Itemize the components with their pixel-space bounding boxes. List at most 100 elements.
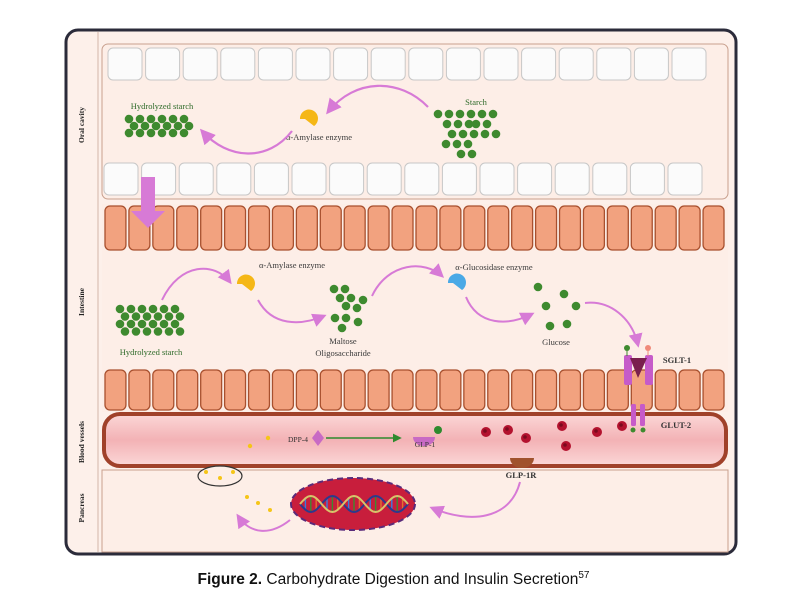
maltose-unit (330, 313, 340, 323)
maltose-unit (341, 313, 351, 323)
epithelial-cell (630, 205, 653, 251)
epithelial-cell (152, 369, 175, 411)
glucose-unit (545, 321, 555, 331)
label-dpp4: DPP-4 (288, 435, 308, 444)
caption-text: Carbohydrate Digestion and Insulin Secre… (262, 571, 579, 589)
maltose-unit (352, 303, 362, 313)
epithelial-cell (606, 205, 629, 251)
epithelial-cell (415, 369, 438, 411)
oral-cell (521, 47, 557, 81)
red-blood-cell-center (594, 429, 598, 433)
epithelial-cell (582, 369, 606, 411)
arrow-amylase-to-maltose (257, 299, 327, 327)
starch-glucose-unit (482, 119, 492, 129)
red-blood-cell-center (523, 435, 527, 439)
oral-cell (483, 47, 519, 81)
epithelial-cell (702, 205, 725, 251)
red-blood-cell-center (559, 423, 563, 427)
red-blood-cell-center (563, 443, 567, 447)
starch-glucose-unit (433, 109, 443, 119)
oral-cell (479, 162, 515, 196)
arrow-nucleus-to-insulin (236, 513, 291, 532)
maltose-unit (358, 295, 368, 305)
starch-glucose-unit (455, 109, 465, 119)
starch-glucose-unit (464, 119, 474, 129)
starch-glucose-unit (179, 128, 189, 138)
starch-glucose-unit (456, 149, 466, 159)
glucose-unit (541, 301, 551, 311)
starch-glucose-unit (491, 129, 501, 139)
caption-figure-number: Figure 2. (197, 571, 263, 589)
epithelial-cell (295, 369, 318, 411)
starch-glucose-unit (146, 128, 156, 138)
epithelial-cell (582, 205, 606, 251)
glucose-unit (562, 319, 572, 329)
oral-cell (366, 162, 402, 196)
maltose-unit (335, 293, 345, 303)
maltose-unit (337, 323, 347, 333)
nucleus-oval (290, 477, 416, 531)
side-label-pancreas: Pancreas (77, 493, 86, 522)
oral-cell (441, 162, 477, 196)
maltose-unit (353, 317, 363, 327)
oral-cell (182, 47, 218, 81)
starch-glucose-unit (467, 149, 477, 159)
oral-top-cells (107, 47, 707, 81)
down-arrow-to-intestine (131, 177, 165, 228)
starch-glucose-unit (140, 121, 150, 131)
figure-caption: Figure 2. Carbohydrate Digestion and Ins… (0, 570, 787, 589)
epithelial-cell (247, 369, 271, 411)
starch-glucose-unit (184, 121, 194, 131)
starch-glucose-unit (170, 304, 180, 314)
oral-cell (220, 47, 256, 81)
starch-glucose-unit (463, 139, 473, 149)
starch-glucose-unit (159, 304, 169, 314)
oral-cell (558, 47, 594, 81)
starch-glucose-unit (148, 304, 158, 314)
starch-glucose-unit (469, 129, 479, 139)
starch-molecule (433, 109, 501, 159)
insulin-granule-icon (268, 508, 272, 512)
starch-glucose-unit (466, 109, 476, 119)
starch-glucose-unit (164, 327, 174, 336)
epithelial-cell (391, 205, 414, 251)
label-sglt1: SGLT-1 (663, 355, 691, 365)
epithelial-cell (487, 205, 510, 251)
oral-cavity-panel (101, 43, 729, 200)
oral-cell (145, 47, 181, 81)
epithelial-cell (487, 369, 510, 411)
epithelial-cell (223, 369, 247, 411)
oral-cell (408, 47, 444, 81)
pancreas-panel (101, 469, 729, 553)
label-maltose: Maltose (329, 336, 357, 346)
epithelial-cell (200, 205, 223, 251)
epithelial-cell (606, 369, 629, 411)
arrow-hydrolyzed-to-amylase (161, 267, 232, 301)
starch-glucose-unit (126, 319, 136, 329)
starch-glucose-unit (137, 319, 147, 329)
epithelial-cell (367, 369, 390, 411)
epithelial-cell (319, 369, 342, 411)
epithelial-cell (415, 205, 438, 251)
starch-glucose-unit (146, 114, 156, 124)
oral-cell (333, 47, 369, 81)
starch-glucose-unit (153, 312, 163, 321)
starch-glucose-unit (452, 139, 462, 149)
starch-glucose-unit (488, 109, 498, 119)
hydrolyzed-starch-intestine (115, 304, 185, 336)
epithelial-cell (391, 369, 414, 411)
insulin-granule-icon (247, 443, 253, 449)
starch-glucose-unit (175, 312, 185, 321)
dna-strand (299, 494, 409, 514)
label-amylase-intestine: α-Amylase enzyme (259, 260, 325, 270)
epithelial-cell (534, 205, 558, 251)
maltose-unit (329, 284, 339, 294)
oral-cell (329, 162, 365, 196)
starch-glucose-unit (129, 121, 139, 131)
insulin-granule-icon (245, 495, 249, 499)
starch-glucose-unit (170, 319, 180, 329)
arrow-glucosidase-to-glucose (465, 296, 535, 326)
epithelial-cell (558, 205, 582, 251)
epithelial-cell (343, 205, 366, 251)
epithelial-cell (176, 369, 199, 411)
